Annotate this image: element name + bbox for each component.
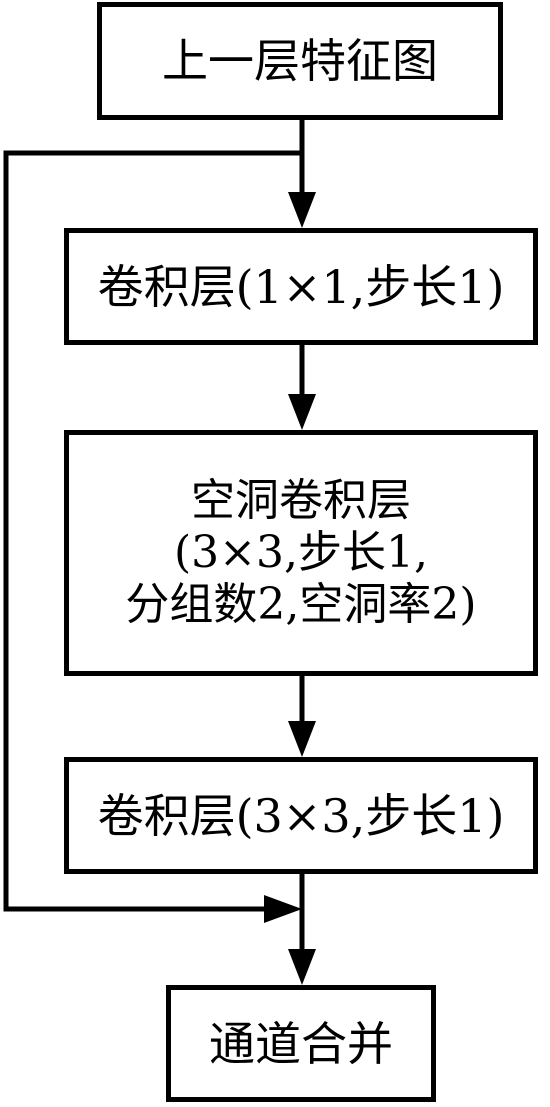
node-label: 通道合并 xyxy=(209,1016,393,1071)
skip-connection-arrowhead xyxy=(264,895,302,923)
arrowhead-conv1-to-dil xyxy=(288,394,316,430)
node-conv-3x3: 卷积层(3×3,步长1) xyxy=(64,757,538,874)
node-previous-feature-map: 上一层特征图 xyxy=(97,2,503,120)
node-channel-concat: 通道合并 xyxy=(166,985,436,1102)
arrowhead-top-to-conv1 xyxy=(288,192,316,228)
node-label-line-2: (3×3,步长1, xyxy=(174,527,428,578)
node-dilated-conv: 空洞卷积层 (3×3,步长1, 分组数2,空洞率2) xyxy=(64,430,538,676)
skip-connection-line xyxy=(3,150,302,912)
node-conv-1x1: 卷积层(1×1,步长1) xyxy=(64,228,538,345)
arrowhead-dil-to-conv3 xyxy=(288,721,316,757)
node-label: 卷积层(3×3,步长1) xyxy=(97,788,505,843)
node-label-line-3: 分组数2,空洞率2) xyxy=(125,579,477,630)
node-label: 上一层特征图 xyxy=(162,34,438,88)
node-label-line-1: 空洞卷积层 xyxy=(191,475,411,526)
node-label: 卷积层(1×1,步长1) xyxy=(97,259,505,314)
arrowhead-conv3-to-concat xyxy=(288,949,316,985)
